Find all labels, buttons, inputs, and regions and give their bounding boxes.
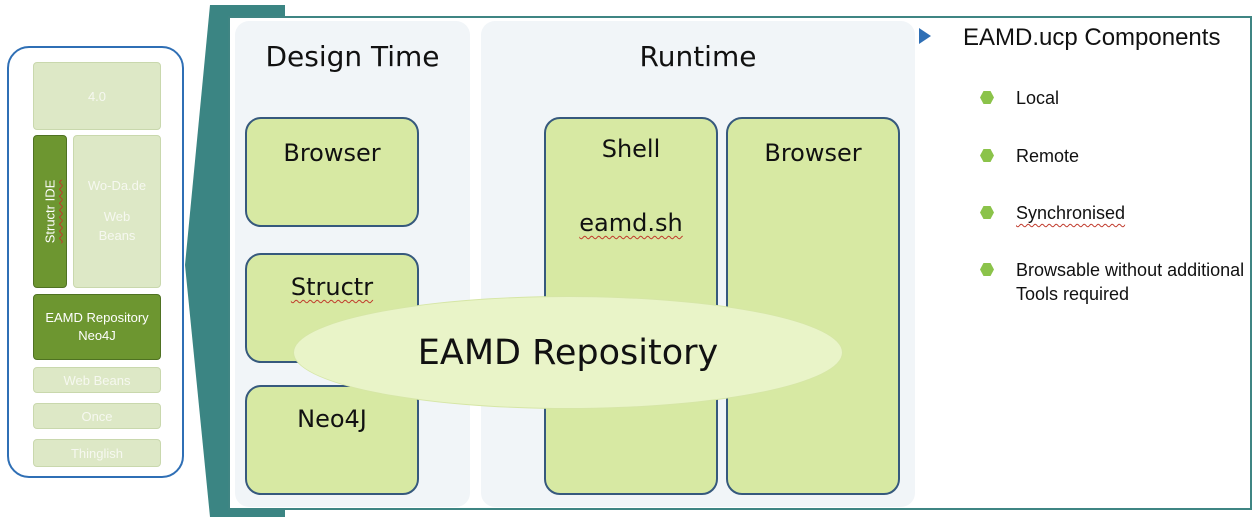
design-neo4j-box: Neo4J <box>245 385 419 495</box>
stack-item-thinglish-label: Thinglish <box>70 445 124 461</box>
stack-item-wodade: Wo-Da.de Web Beans <box>73 135 161 288</box>
runtime-browser-box: Browser <box>726 117 900 495</box>
runtime-browser-label: Browser <box>764 139 862 167</box>
stack-item-structr-ide: Structr IDE <box>33 135 67 288</box>
stack-item-eamd-repository-sub: Neo4J <box>78 328 116 343</box>
stack-item-web-beans: Web Beans <box>33 367 161 393</box>
component-item-label: Synchronised <box>1016 203 1126 223</box>
design-neo4j-label: Neo4J <box>297 405 367 433</box>
runtime-shell-script-label: eamd.sh <box>579 209 683 237</box>
design-browser-label: Browser <box>283 139 381 167</box>
hexagon-bullet-icon <box>980 206 994 219</box>
design-structr-label: Structr <box>290 273 374 301</box>
triangle-bullet-icon <box>919 28 931 44</box>
stack-item-thinglish: Thinglish <box>33 439 161 467</box>
stack-item-eamd-repository-label: EAMD Repository <box>45 310 149 325</box>
components-title: EAMD.ucp Components <box>963 24 1221 51</box>
component-item-label: Local <box>1016 88 1060 108</box>
runtime-shell-label: Shell <box>601 135 661 163</box>
hexagon-bullet-icon <box>980 91 994 104</box>
hexagon-bullet-icon <box>980 263 994 276</box>
design-browser-box: Browser <box>245 117 419 227</box>
stack-item-structr-ide-label: Structr IDE <box>42 179 58 244</box>
eamd-repository-ellipse-label: EAMD Repository <box>417 332 719 373</box>
stack-item-version: 4.0 <box>33 62 161 130</box>
stack-item-eamd-repository: EAMD Repository Neo4J <box>33 294 161 360</box>
component-item-label: Browsable without additional Tools requi… <box>1016 260 1245 304</box>
stack-item-web-beans-label: Web Beans <box>63 372 131 388</box>
eamd-repository-ellipse: EAMD Repository <box>293 296 843 409</box>
component-item-label: Remote <box>1016 146 1080 166</box>
stack-item-version-label: 4.0 <box>87 88 107 104</box>
design-time-title: Design Time <box>265 40 440 73</box>
stack-item-once-label: Once <box>81 408 113 424</box>
stack-item-wodade-label: Wo-Da.de <box>87 178 147 193</box>
stack-item-wodade-sub: Web Beans <box>98 209 136 243</box>
stack-item-once: Once <box>33 403 161 429</box>
hexagon-bullet-icon <box>980 149 994 162</box>
runtime-title: Runtime <box>639 40 757 73</box>
